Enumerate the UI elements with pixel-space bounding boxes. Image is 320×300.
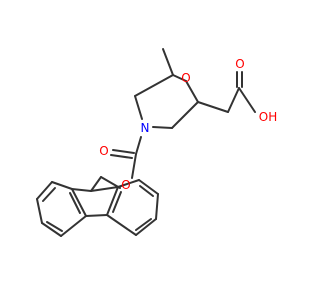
- bond-left-inner-1: [42, 187, 56, 202]
- bond-ch2-cooh: [227, 87, 240, 113]
- structural-formula-diagram: O N O OH O O: [36, 48, 278, 237]
- bond-left-6: [71, 188, 87, 217]
- bond-c2-ch2: [197, 101, 229, 113]
- bond-right-2: [138, 179, 159, 195]
- bond-left-1: [51, 181, 73, 190]
- hydroxyl-label: OH: [259, 110, 277, 124]
- ring-oxygen-label: O: [181, 71, 190, 85]
- bond-ring-c6-o: [172, 74, 187, 82]
- bond-carbonyl-double-a: [112, 149, 135, 154]
- bond-right-1: [117, 179, 140, 188]
- bond-ring-o-c2: [185, 80, 199, 103]
- bond-right-inner-3: [112, 191, 122, 213]
- bonds: [36, 48, 256, 237]
- bond-left-5: [60, 215, 87, 237]
- bond-carbonyl-double-b: [110, 154, 133, 159]
- bond-n-carbonyl: [135, 136, 142, 155]
- bond-right-3: [155, 193, 159, 220]
- bond-left-inner-2: [46, 221, 63, 232]
- ester-oxygen-label: O: [121, 178, 130, 192]
- bond-right-6: [106, 186, 119, 216]
- bond-ring-n-c5: [134, 95, 143, 120]
- bond-carbonyl-ester-o: [131, 153, 137, 179]
- bond-biaryl: [85, 214, 108, 217]
- bond-ch2-c9: [90, 176, 102, 192]
- carbonyl-oxygen-top-label: O: [235, 57, 244, 71]
- bond-left-3: [36, 198, 43, 224]
- bond-right-4: [135, 218, 157, 236]
- bond-methyl: [162, 48, 174, 76]
- bond-c9-right: [90, 186, 119, 192]
- bond-ring-c5-c6: [134, 74, 174, 97]
- ring-nitrogen-label: N: [141, 121, 150, 135]
- atom-labels: O N O OH O O: [99, 57, 277, 192]
- carbamate-carbonyl-oxygen-label: O: [99, 144, 108, 158]
- bond-right-5: [106, 214, 137, 236]
- bond-left-inner-3: [69, 192, 81, 214]
- bond-left-4: [41, 222, 62, 237]
- bond-cooh-oh: [238, 87, 256, 113]
- bond-ring-c3-n: [152, 126, 173, 129]
- bond-left-2: [36, 181, 53, 200]
- bond-ring-c2-c3: [171, 101, 199, 129]
- bond-right-inner-1: [139, 185, 154, 197]
- bond-c9-left: [71, 188, 92, 192]
- bond-right-inner-2: [135, 218, 152, 231]
